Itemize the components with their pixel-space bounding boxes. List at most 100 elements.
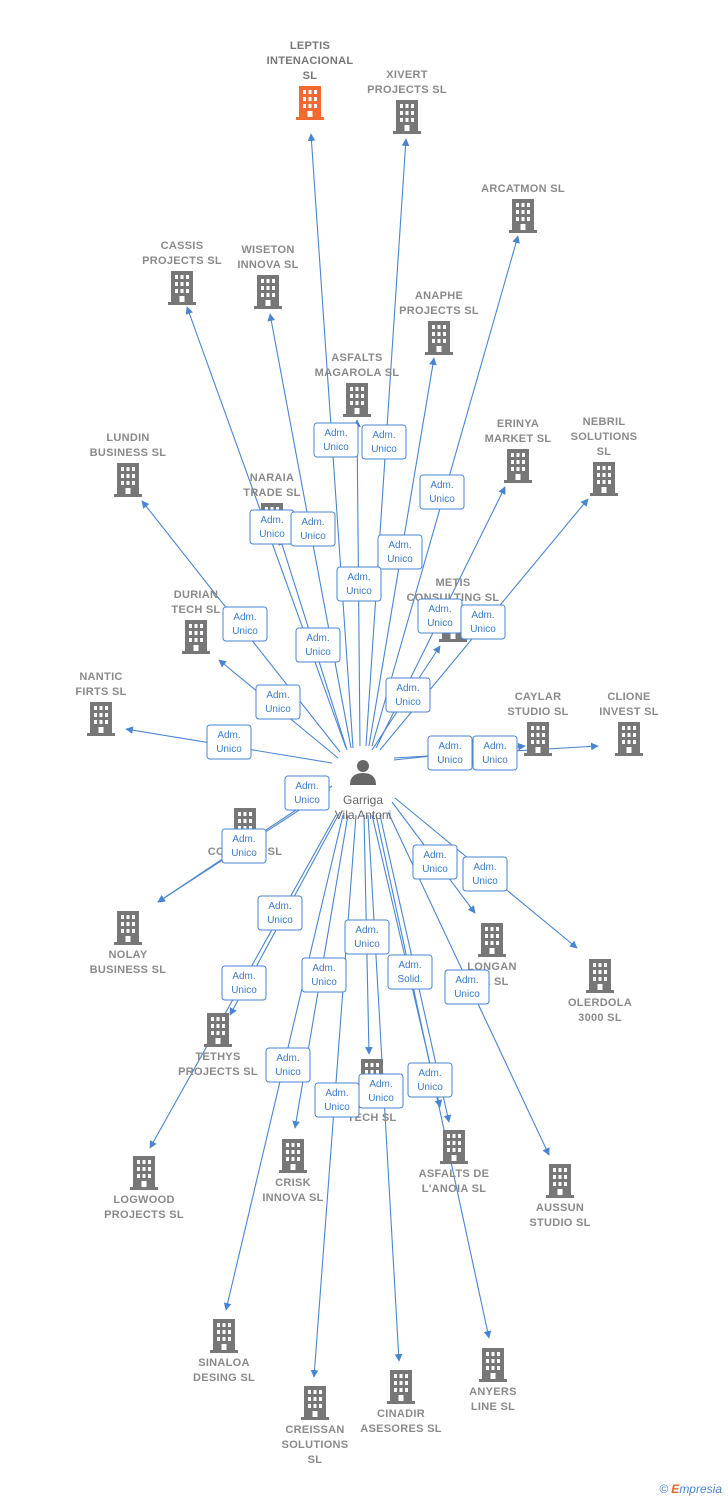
company-name-line[interactable]: ASFALTS DE [419,1168,490,1180]
building-icon[interactable] [524,722,552,756]
company-name-line[interactable]: CASSIS [161,240,204,252]
role-badge[interactable]: Adm.Unico [344,919,390,955]
company-node-asfalts-anoia[interactable]: ASFALTS DE L'ANOIA SL [419,1130,490,1195]
company-name-line[interactable]: SL [308,1454,323,1466]
company-name-line[interactable]: PROJECTS SL [367,84,447,96]
building-icon[interactable] [182,620,210,654]
role-badge[interactable]: Adm.Unico [249,509,295,545]
role-badge[interactable]: Adm.Unico [460,604,506,640]
company-name-line[interactable]: ANAPHE [415,290,463,302]
building-icon[interactable] [504,449,532,483]
role-badge[interactable]: Adm.Unico [427,735,473,771]
role-badge[interactable]: Adm.Solid. [387,954,433,990]
company-name-line[interactable]: CRISK [275,1177,311,1189]
building-icon[interactable] [509,199,537,233]
person-icon[interactable] [350,760,376,785]
company-name-line[interactable]: TECH SL [171,604,220,616]
company-name-line[interactable]: LEPTIS [290,40,330,52]
role-badge[interactable]: Adm.Unico [206,724,252,760]
role-badge[interactable]: Adm.Unico [412,844,458,880]
company-name-line[interactable]: LINE SL [471,1401,515,1413]
building-icon[interactable] [168,271,196,305]
building-icon[interactable] [343,383,371,417]
role-badge[interactable]: Adm.Unico [255,684,301,720]
company-name-line[interactable]: MAGAROLA SL [315,367,400,379]
role-badge[interactable]: Adm.Unico [295,627,341,663]
company-name-line[interactable]: INTENACIONAL [267,55,354,67]
role-badge[interactable]: Adm.Unico [417,598,463,634]
building-icon[interactable] [114,911,142,945]
building-icon[interactable] [296,86,324,120]
role-badge[interactable]: Adm.Unico [377,534,423,570]
company-name-line[interactable]: ANYERS [469,1386,517,1398]
company-name-line[interactable]: FIRTS SL [75,686,126,698]
building-icon[interactable] [590,462,618,496]
company-node-cassis[interactable]: CASSIS PROJECTS SL [142,240,222,305]
company-name-line[interactable]: STUDIO SL [529,1217,590,1229]
company-name-line[interactable]: SOLUTIONS [282,1439,349,1451]
company-node-durian[interactable]: DURIAN TECH SL [171,589,220,654]
role-badge[interactable]: Adm.Unico [284,775,330,811]
company-name-line[interactable]: LUNDIN [106,432,149,444]
company-name-line[interactable]: INNOVA SL [262,1192,323,1204]
building-icon[interactable] [440,1130,468,1164]
company-name-line[interactable]: DESING SL [193,1372,255,1384]
company-name-line[interactable]: BUSINESS SL [90,964,167,976]
company-name-line[interactable]: 3000 SL [578,1012,622,1024]
company-node-crisk[interactable]: CRISK INNOVA SL [262,1139,323,1204]
building-icon[interactable] [130,1156,158,1190]
building-icon[interactable] [546,1164,574,1198]
company-name-line[interactable]: DURIAN [174,589,219,601]
company-name-line[interactable]: NEBRIL [583,416,626,428]
role-badge[interactable]: Adm.Unico [336,566,382,602]
company-name-line[interactable]: SL [303,70,318,82]
role-badge[interactable]: Adm.Unico [221,828,267,864]
building-icon[interactable] [615,722,643,756]
company-name-line[interactable]: NARAIA [250,472,295,484]
company-name-line[interactable]: INVEST SL [599,706,659,718]
company-node-arcatmon[interactable]: ARCATMON SL [481,183,565,233]
company-name-line[interactable]: NANTIC [79,671,122,683]
brand-footer[interactable]: ©Empresia [659,1482,722,1496]
company-name-line[interactable]: LOGWOOD [113,1194,174,1206]
role-badge[interactable]: Adm.Unico [222,606,268,642]
company-name-line[interactable]: CAYLAR [515,691,562,703]
building-icon[interactable] [479,1348,507,1382]
building-icon[interactable] [114,463,142,497]
company-node-nolay[interactable]: NOLAY BUSINESS SL [90,911,167,976]
role-badge[interactable]: Adm.Unico [472,735,518,771]
company-node-sinaloa[interactable]: SINALOA DESING SL [193,1319,255,1384]
company-name-line[interactable]: SINALOA [198,1357,250,1369]
company-name-line[interactable]: WISETON [241,244,294,256]
building-icon[interactable] [301,1386,329,1420]
role-badge[interactable]: Adm.Unico [265,1047,311,1083]
company-name-line[interactable]: XIVERT [386,69,428,81]
company-name-line[interactable]: ERINYA [497,418,539,430]
role-badge[interactable]: Adm.Unico [221,965,267,1001]
building-icon[interactable] [254,275,282,309]
company-name-line[interactable]: OLERDOLA [568,997,632,1009]
role-badge[interactable]: Adm.Unico [444,969,490,1005]
person-name-line[interactable]: Garriga [343,793,383,807]
company-name-line[interactable]: TRADE SL [243,487,300,499]
company-name-line[interactable]: METIS [435,577,470,589]
role-badge[interactable]: Adm.Unico [385,677,431,713]
role-badge[interactable]: Adm.Unico [313,422,359,458]
company-node-leptis[interactable]: LEPTIS INTENACIONAL SL [267,40,354,120]
company-name-line[interactable]: PROJECTS SL [142,255,222,267]
role-badge[interactable]: Adm.Unico [419,474,465,510]
company-name-line[interactable]: L'ANOIA SL [422,1183,486,1195]
role-badge[interactable]: Adm.Unico [462,856,508,892]
company-name-line[interactable]: SOLUTIONS [571,431,638,443]
company-name-line[interactable]: NOLAY [109,949,148,961]
